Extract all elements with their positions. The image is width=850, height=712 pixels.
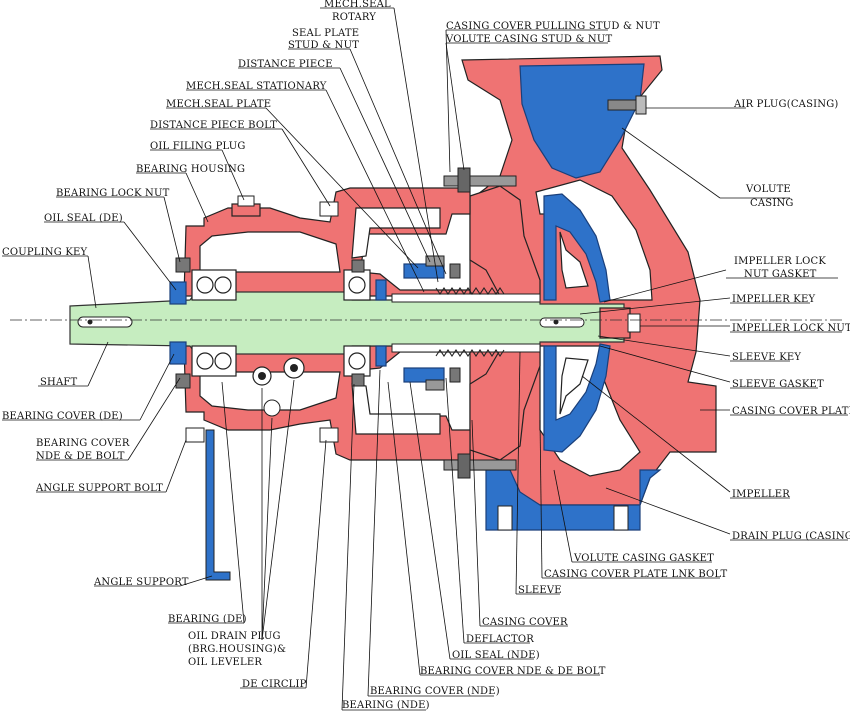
label-bearing-cover-bolt-1: BEARING COVER (36, 438, 130, 449)
label-volute-casing-gasket: VOLUTE CASING GASKET (573, 553, 714, 564)
casing-inlet (519, 63, 645, 179)
label-air-plug: AIR PLUG(CASING) (733, 99, 839, 110)
label-casing-cover-plate: CASING COVER PLATE (732, 406, 850, 417)
housing-cavity (199, 231, 341, 273)
label-coupling-key: COUPLING KEY (2, 247, 87, 258)
coupling-key (77, 316, 133, 328)
label-sleeve-key: SLEEVE KEY (732, 352, 801, 363)
label-impeller-lock-nut-gasket-1: IMPELLER LOCK (734, 256, 826, 267)
mech-seal-plate (403, 263, 445, 279)
label-mech-seal-rotary-1: MECH.SEAL (324, 0, 391, 10)
label-bearing-housing: BEARING HOUSING (136, 164, 245, 175)
bearing-nde (343, 269, 371, 377)
label-oil-seal-de: OIL SEAL (DE) (44, 213, 123, 224)
label-shaft: SHAFT (40, 377, 78, 388)
label-seal-plate-2: STUD & NUT (288, 40, 359, 51)
leader-lines (2, 7, 848, 711)
label-casing-cover-plate-lnk-bolt: CASING COVER PLATE LNK BOLT (544, 569, 727, 580)
label-drain-plug: DRAIN PLUG (CASING) (732, 531, 850, 542)
label-oil-drain-plug-1: OIL DRAIN PLUG (188, 631, 281, 642)
label-bearing-cover-de: BEARING COVER (DE) (2, 411, 123, 422)
label-casing-cover-pulling-stud: CASING COVER PULLING STUD & NUT (446, 21, 660, 32)
label-oil-drain-plug-3: OIL LEVELER (188, 657, 262, 668)
impeller-lock-nut (599, 307, 631, 339)
label-distance-piece-bolt: DISTANCE PIECE BOLT (150, 120, 277, 131)
label-oil-seal-nde: OIL SEAL (NDE) (452, 650, 540, 661)
label-distance-piece: DISTANCE PIECE (238, 59, 333, 70)
label-angle-support-bolt: ANGLE SUPPORT BOLT (35, 483, 163, 494)
label-bearing-cover-nde: BEARING COVER (NDE) (370, 686, 500, 697)
pump-drawing (10, 55, 845, 581)
label-casing-cover: CASING COVER (482, 617, 568, 628)
label-impeller-lock-nut: IMPELLER LOCK NUT (732, 323, 850, 334)
label-bearing-lock-nut: BEARING LOCK NUT (56, 188, 170, 199)
label-impeller: IMPELLER (732, 489, 790, 500)
label-angle-support: ANGLE SUPPORT (93, 577, 189, 588)
air-plug (607, 99, 639, 111)
label-oil-filing-plug: OIL FILING PLUG (150, 141, 246, 152)
label-volute-casing-1: VOLUTE (745, 184, 791, 195)
label-bearing-de: BEARING (DE) (168, 614, 247, 625)
label-mech-seal-plate: MECH.SEAL PLATE (166, 99, 271, 110)
label-seal-plate-1: SEAL PLATE (292, 28, 359, 39)
angle-support (185, 427, 231, 581)
label-sleeve: SLEEVE (518, 585, 562, 596)
label-bearing-cover-nde-de-bolt: BEARING COVER NDE & DE BOLT (420, 666, 606, 677)
label-volute-casing-2: CASING (750, 198, 794, 209)
label-mech-seal-stationary: MECH.SEAL STATIONARY (186, 81, 327, 92)
bearing-de (191, 269, 237, 377)
label-de-circlip: DE CIRCLIP (242, 679, 307, 690)
impeller-body (543, 193, 611, 303)
sleeve (391, 293, 541, 303)
label-mech-seal-rotary-2: ROTARY (332, 12, 376, 23)
label-oil-drain-plug-2: (BRG.HOUSING)& (188, 644, 286, 655)
label-impeller-key: IMPELLER KEY (732, 294, 815, 305)
volute-casing-stud (443, 175, 517, 187)
label-bearing-cover-bolt-2: NDE & DE BOLT (36, 451, 125, 462)
label-impeller-lock-nut-gasket-2: NUT GASKET (744, 269, 817, 280)
label-deflactor: DEFLACTOR (466, 634, 534, 645)
label-volute-casing-stud: VOLUTE CASING STUD & NUT (445, 34, 613, 45)
label-sleeve-gasket: SLEEVE GASKET (732, 379, 824, 390)
label-bearing-nde: BEARING (NDE) (342, 700, 430, 711)
